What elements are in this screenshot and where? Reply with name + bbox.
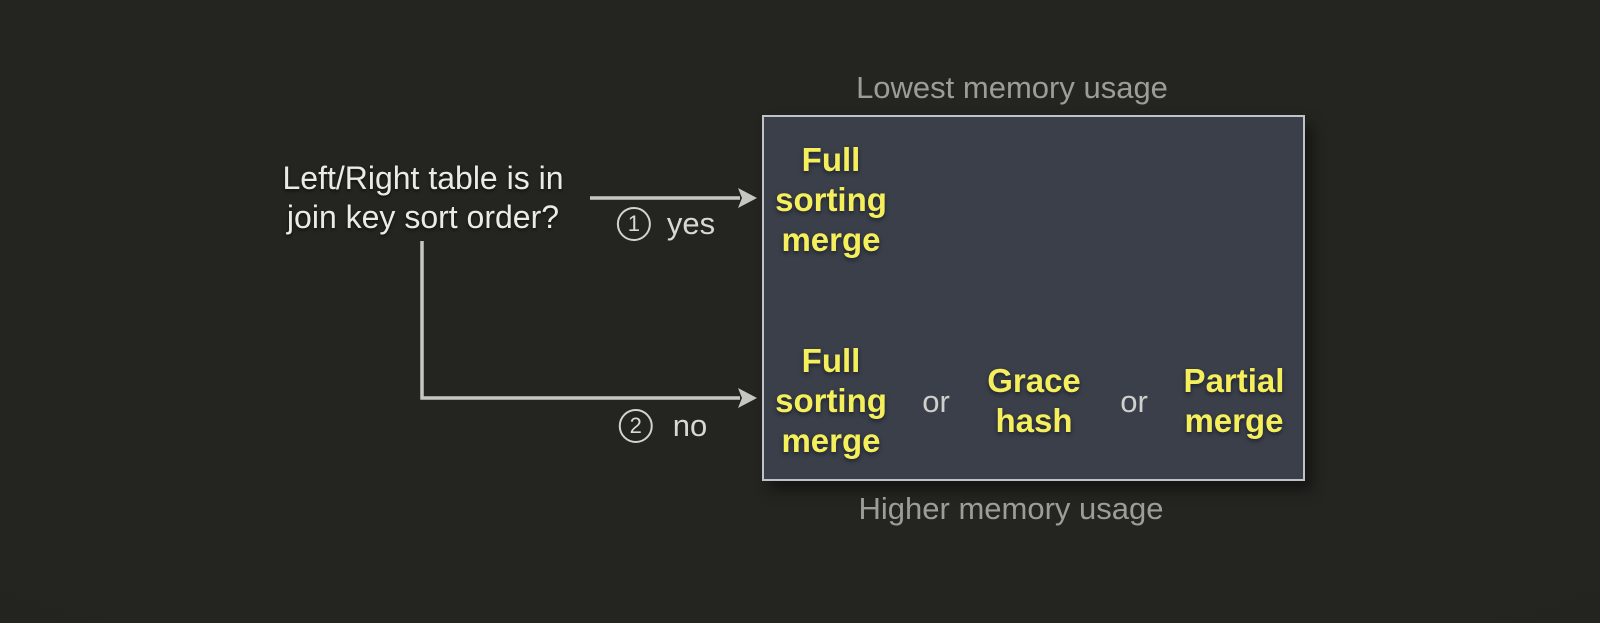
- memory-usage-bottom-label: Higher memory usage: [858, 491, 1164, 526]
- circled-two-icon: 2: [618, 409, 653, 443]
- algorithm-full-sorting-merge-unsorted: Full sorting merge: [775, 342, 887, 459]
- question-text: Left/Right table is in join key sort ord…: [282, 160, 564, 235]
- or-separator-1: or: [922, 384, 950, 419]
- branch-yes-label: 1 yes: [616, 206, 716, 242]
- algorithm-partial-merge: Partial merge: [1183, 362, 1285, 439]
- yes-text: yes: [666, 206, 716, 241]
- join-algorithms-box: Full sorting merge Full sorting merge or…: [762, 115, 1305, 481]
- no-arrowhead-icon: [738, 388, 757, 408]
- no-arrow-elbow: [420, 241, 740, 400]
- algorithm-grace-hash: Grace hash: [987, 362, 1081, 439]
- or-separator-2: or: [1120, 384, 1148, 419]
- no-text: no: [672, 408, 708, 443]
- circled-one-icon: 1: [616, 207, 651, 241]
- branch-no-label: 2 no: [618, 408, 708, 444]
- yes-arrowhead-icon: [738, 188, 757, 208]
- algorithm-full-sorting-merge-sorted: Full sorting merge: [775, 141, 887, 258]
- memory-usage-top-label: Lowest memory usage: [856, 70, 1168, 105]
